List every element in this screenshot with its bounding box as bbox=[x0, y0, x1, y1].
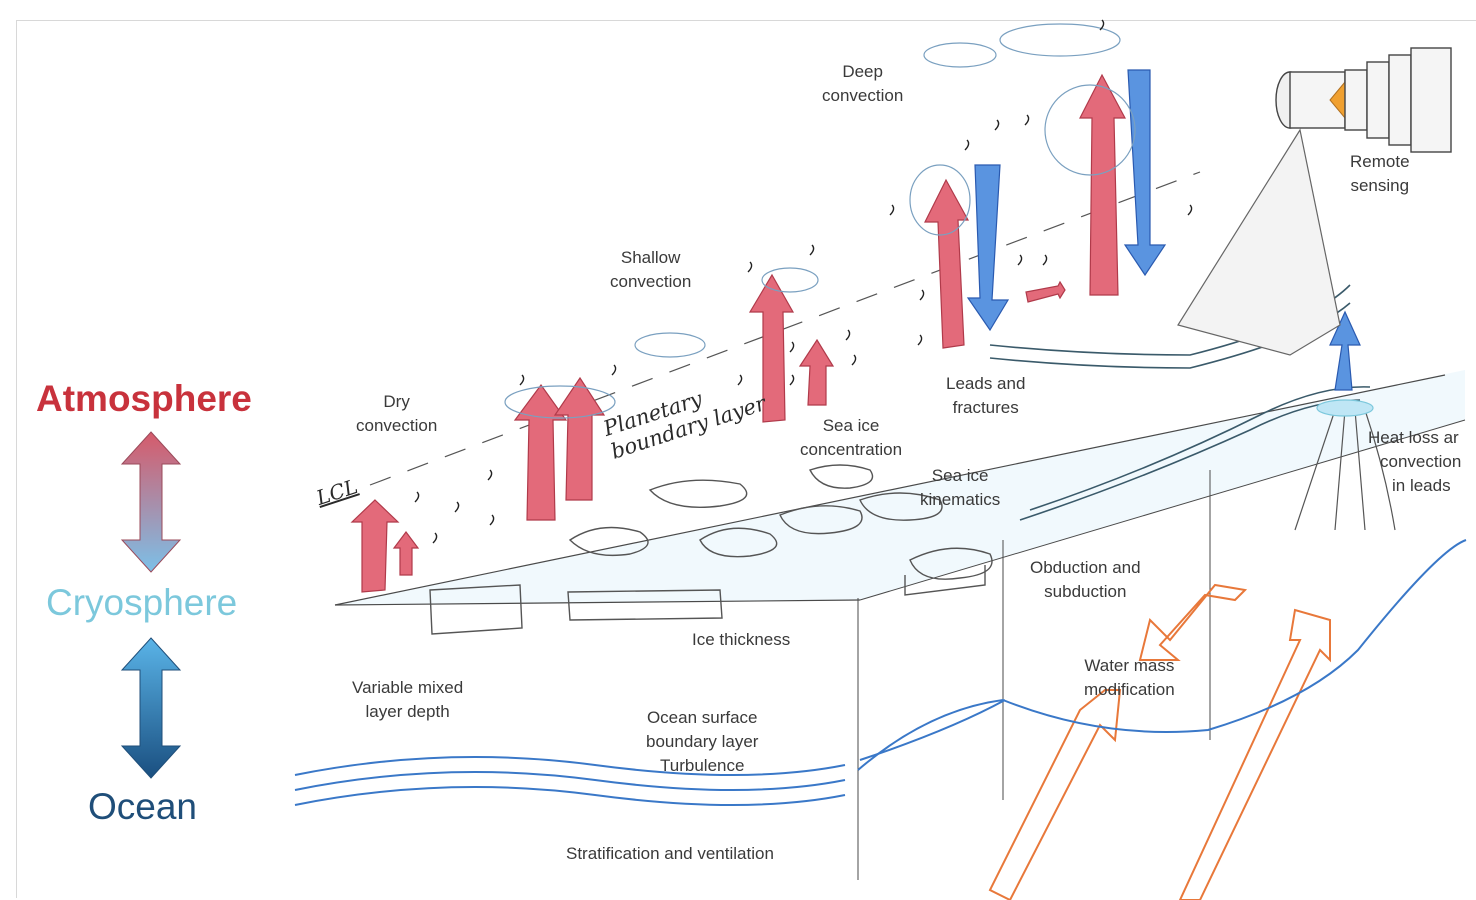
label-sea-ice-concentration: Sea iceconcentration bbox=[800, 414, 902, 462]
label-water-mass-modification: Water massmodification bbox=[1084, 654, 1175, 702]
label-dry-convection: Dryconvection bbox=[356, 390, 437, 438]
label-heat-loss: Heat loss arconvectionin leads bbox=[1368, 426, 1461, 498]
label-remote-sensing: Remotesensing bbox=[1350, 150, 1410, 198]
label-obduction-subduction: Obduction andsubduction bbox=[1030, 556, 1141, 604]
label-shallow-convection: Shallowconvection bbox=[610, 246, 691, 294]
legend-atmosphere: Atmosphere bbox=[36, 378, 252, 420]
label-deep-convection: Deepconvection bbox=[822, 60, 903, 108]
label-stratification: Stratification and ventilation bbox=[566, 842, 774, 866]
label-ocean-surface-boundary: Ocean surfaceboundary layerTurbulence bbox=[646, 706, 758, 778]
atmosphere-cryosphere-arrow bbox=[122, 432, 180, 572]
label-ice-thickness: Ice thickness bbox=[692, 628, 790, 652]
label-sea-ice-kinematics: Sea icekinematics bbox=[920, 464, 1000, 512]
remote-sensing-camera bbox=[1178, 48, 1451, 355]
ocean-circulation-arrows bbox=[990, 585, 1330, 900]
label-leads-fractures: Leads andfractures bbox=[946, 372, 1025, 420]
legend-cryosphere: Cryosphere bbox=[46, 582, 237, 624]
cryosphere-ocean-arrow bbox=[122, 638, 180, 778]
label-variable-mixed-layer: Variable mixedlayer depth bbox=[352, 676, 463, 724]
legend-ocean: Ocean bbox=[88, 786, 197, 828]
